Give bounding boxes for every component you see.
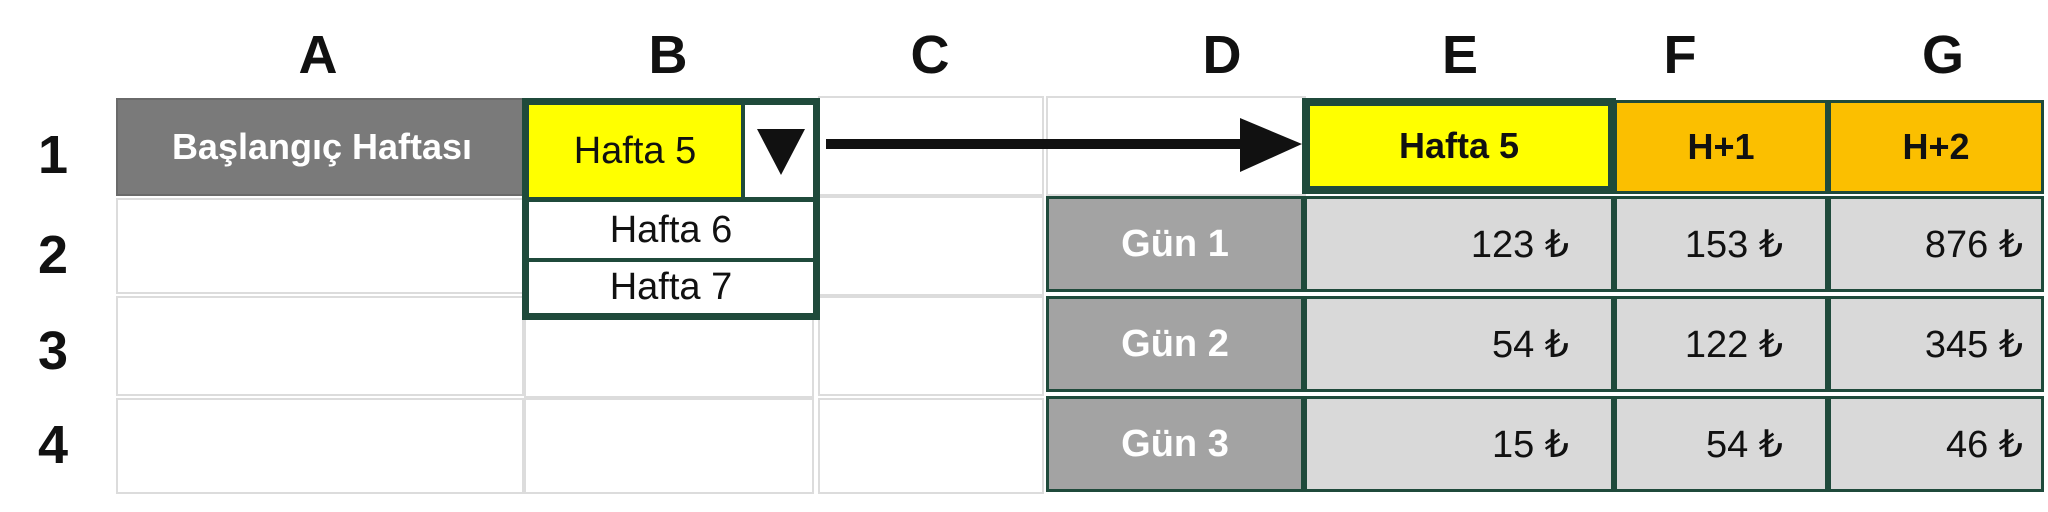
header-cell-text: H+2 bbox=[1902, 126, 1970, 167]
cell-b3[interactable] bbox=[524, 318, 814, 398]
value-text: 123 ₺ bbox=[1470, 223, 1569, 266]
column-header-c[interactable]: C bbox=[910, 25, 950, 85]
cell-c4[interactable] bbox=[818, 398, 1044, 494]
reference-arrow bbox=[826, 118, 1302, 172]
dropdown-option-hafta-7[interactable]: Hafta 7 bbox=[529, 262, 813, 313]
value-cell-f3[interactable]: 122 ₺ bbox=[1614, 296, 1828, 392]
value-cell-f2[interactable]: 153 ₺ bbox=[1614, 196, 1828, 292]
value-text: 46 ₺ bbox=[1945, 423, 2023, 466]
header-cell-h-plus-1[interactable]: H+1 bbox=[1614, 100, 1828, 194]
row-header-3[interactable]: 3 bbox=[37, 321, 69, 381]
day-label-gun-1[interactable]: Gün 1 bbox=[1046, 196, 1304, 292]
day-label-gun-2[interactable]: Gün 2 bbox=[1046, 296, 1304, 392]
value-cell-e3[interactable]: 54 ₺ bbox=[1304, 296, 1614, 392]
value-cell-g4[interactable]: 46 ₺ bbox=[1828, 396, 2044, 492]
column-header-b[interactable]: B bbox=[648, 25, 688, 85]
row-header-1[interactable]: 1 bbox=[37, 125, 69, 185]
day-label-text: Gün 3 bbox=[1121, 422, 1229, 465]
value-text: 54 ₺ bbox=[1491, 323, 1569, 366]
cell-c2[interactable] bbox=[818, 196, 1044, 296]
label-cell-baslangic-haftasi[interactable]: Başlangıç Haftası bbox=[116, 98, 528, 196]
day-label-text: Gün 1 bbox=[1121, 222, 1229, 265]
row-header-2[interactable]: 2 bbox=[37, 225, 69, 285]
dropdown-arrow-button[interactable] bbox=[741, 105, 813, 197]
dropdown-option-hafta-6[interactable]: Hafta 6 bbox=[529, 202, 813, 258]
header-cell-hafta-5[interactable]: Hafta 5 bbox=[1302, 98, 1616, 194]
value-text: 122 ₺ bbox=[1684, 323, 1783, 366]
column-header-g[interactable]: G bbox=[1921, 25, 1964, 85]
column-header-a[interactable]: A bbox=[298, 25, 338, 85]
cell-a3[interactable] bbox=[116, 296, 524, 396]
dropdown-divider bbox=[529, 197, 813, 202]
value-text: 876 ₺ bbox=[1924, 223, 2023, 266]
dropdown-box[interactable]: Hafta 5 Hafta 6 Hafta 7 bbox=[522, 98, 820, 320]
day-label-gun-3[interactable]: Gün 3 bbox=[1046, 396, 1304, 492]
row-header-4[interactable]: 4 bbox=[37, 415, 69, 475]
dropdown-option-label: Hafta 7 bbox=[609, 266, 733, 308]
cell-a2[interactable] bbox=[116, 198, 524, 294]
dropdown-option-label: Hafta 6 bbox=[609, 208, 733, 251]
column-header-d[interactable]: D bbox=[1202, 25, 1242, 85]
column-header-e[interactable]: E bbox=[1441, 25, 1479, 85]
cell-c3[interactable] bbox=[818, 296, 1044, 396]
day-label-text: Gün 2 bbox=[1121, 322, 1229, 365]
value-text: 345 ₺ bbox=[1924, 323, 2023, 366]
value-text: 15 ₺ bbox=[1491, 423, 1569, 466]
value-cell-e2[interactable]: 123 ₺ bbox=[1304, 196, 1614, 292]
triangle-down-icon bbox=[757, 129, 805, 175]
value-cell-f4[interactable]: 54 ₺ bbox=[1614, 396, 1828, 492]
value-text: 153 ₺ bbox=[1684, 223, 1783, 266]
header-cell-text: Hafta 5 bbox=[1398, 125, 1520, 166]
dropdown-selected[interactable]: Hafta 5 bbox=[529, 105, 741, 197]
cell-b4[interactable] bbox=[524, 398, 814, 494]
value-text: 54 ₺ bbox=[1705, 423, 1783, 466]
dropdown-divider bbox=[529, 258, 813, 262]
value-cell-g3[interactable]: 345 ₺ bbox=[1828, 296, 2044, 392]
header-cell-text: H+1 bbox=[1687, 126, 1755, 167]
column-header-f[interactable]: F bbox=[1663, 25, 1697, 85]
dropdown-selected-text: Hafta 5 bbox=[573, 129, 697, 172]
value-cell-e4[interactable]: 15 ₺ bbox=[1304, 396, 1614, 492]
label-cell-text: Başlangıç Haftası bbox=[171, 126, 473, 167]
value-cell-g2[interactable]: 876 ₺ bbox=[1828, 196, 2044, 292]
header-cell-h-plus-2[interactable]: H+2 bbox=[1828, 100, 2044, 194]
cell-a4[interactable] bbox=[116, 398, 524, 494]
